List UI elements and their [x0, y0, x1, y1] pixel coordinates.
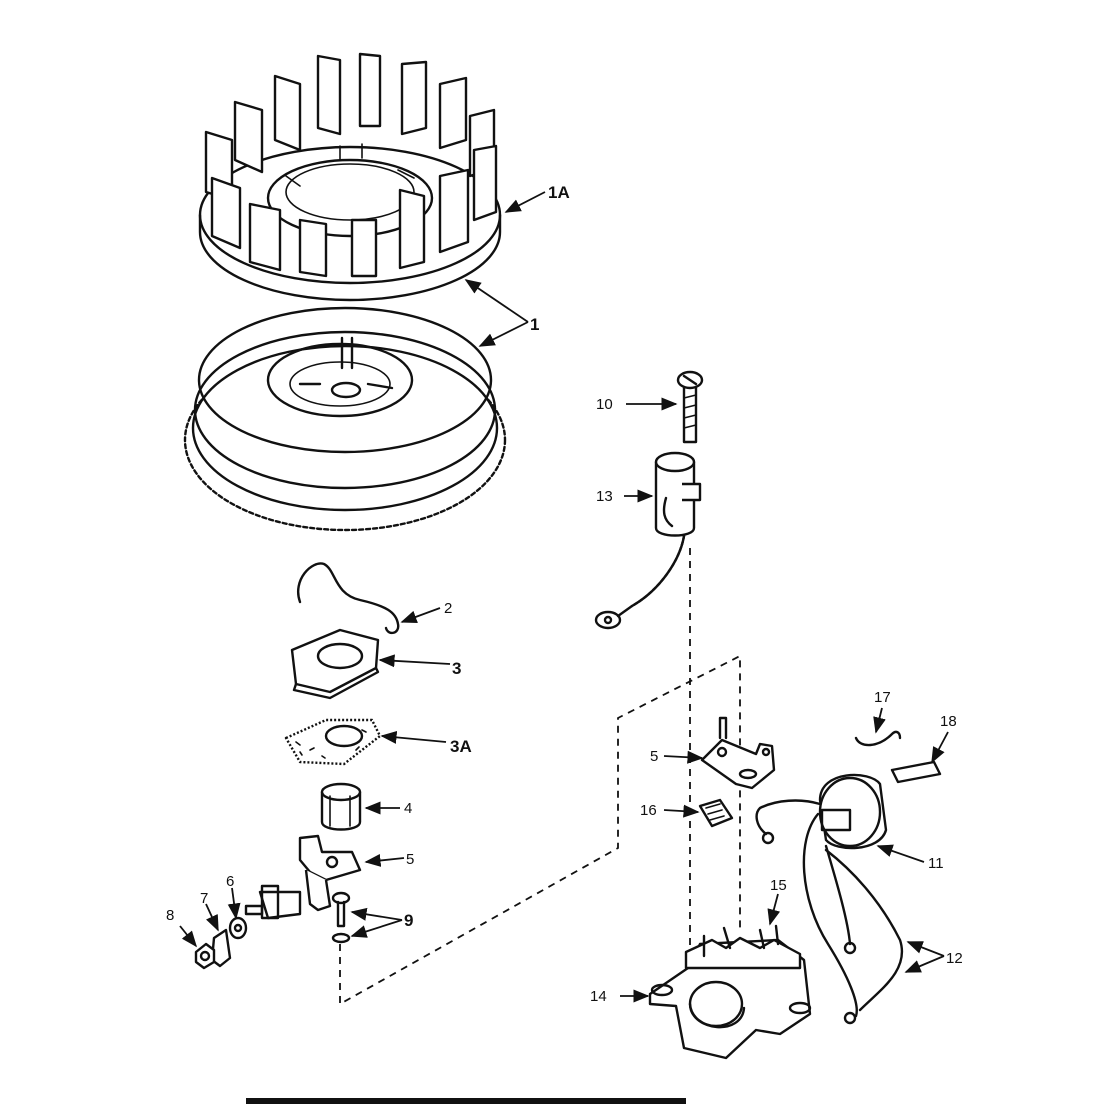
spring-clip-part [297, 562, 400, 635]
callout-13: 13 [596, 488, 613, 505]
bracket-part-right [700, 716, 776, 790]
callout-5-right: 5 [650, 748, 658, 765]
callout-10: 10 [596, 396, 613, 413]
gasket-part [284, 718, 382, 766]
callout-1A: 1A [548, 183, 570, 202]
callout-7: 7 [200, 890, 208, 907]
base-part [648, 924, 812, 1060]
callout-3: 3 [452, 659, 461, 678]
screw-washer-nut-group [194, 904, 264, 970]
felt-pad-part [698, 798, 734, 828]
condenser-part [594, 451, 702, 630]
callout-5-left: 5 [406, 851, 414, 868]
callout-12: 12 [946, 950, 963, 967]
callout-18: 18 [940, 713, 957, 730]
ignition-coil-part [755, 773, 888, 1025]
bushing-part [320, 782, 362, 831]
spring-part-17 [854, 730, 902, 747]
callout-15: 15 [770, 877, 787, 894]
callout-11: 11 [928, 855, 944, 872]
clip-part-18 [890, 760, 942, 784]
screw-part-10 [676, 370, 704, 444]
assembly-dashed-lines [339, 548, 741, 1006]
bracket-part-left [258, 834, 362, 920]
callout-6: 6 [226, 873, 234, 890]
clipped-caption-fragment [246, 1098, 686, 1104]
fan-part [198, 52, 502, 302]
flywheel-part [183, 306, 507, 532]
callout-3A: 3A [450, 737, 472, 756]
screw-and-washer-9 [331, 891, 351, 944]
callout-1: 1 [530, 315, 539, 334]
callout-16: 16 [640, 802, 657, 819]
callout-17: 17 [874, 689, 891, 706]
callout-14: 14 [590, 988, 607, 1005]
callout-9: 9 [404, 911, 413, 930]
lead-wire-part [824, 848, 904, 1012]
callout-4: 4 [404, 800, 412, 817]
callout-8: 8 [166, 907, 174, 924]
callout-2: 2 [444, 600, 452, 617]
cover-plate-part [290, 628, 380, 700]
